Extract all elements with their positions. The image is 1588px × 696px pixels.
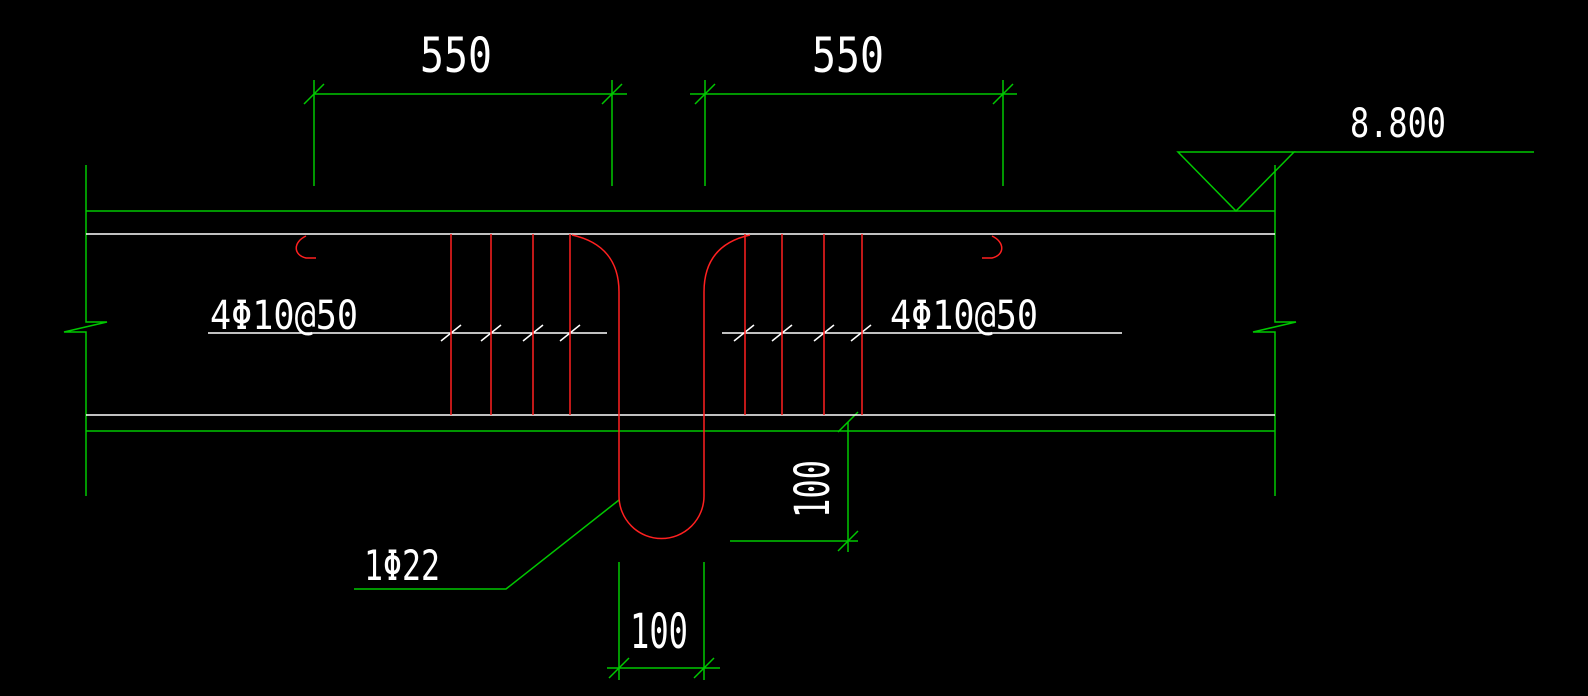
dimension-left-span-value: 550 bbox=[420, 28, 492, 84]
hanger-bar-label: 1Φ22 bbox=[364, 541, 440, 590]
stirrups-left-label: 4Φ10@50 bbox=[210, 293, 358, 339]
stirrups-right-label: 4Φ10@50 bbox=[890, 293, 1038, 339]
dimension-left-span bbox=[303, 80, 627, 186]
dimension-right-span-value: 550 bbox=[812, 28, 884, 84]
dimension-hook-width-value: 100 bbox=[630, 604, 688, 660]
elevation-triangle-icon bbox=[1176, 151, 1296, 213]
dimension-hook-depth-value: 100 bbox=[785, 460, 841, 518]
beam-outline bbox=[63, 165, 1297, 496]
left-bar-hook bbox=[295, 235, 316, 259]
rebar-red bbox=[295, 234, 1003, 540]
hanger-bar-leader bbox=[354, 499, 620, 590]
right-bar-hook bbox=[982, 235, 1003, 259]
dimension-right-span bbox=[690, 80, 1017, 186]
elevation-marker bbox=[1176, 151, 1534, 213]
elevation-value: 8.800 bbox=[1350, 101, 1446, 147]
dimension-hook-width bbox=[607, 562, 720, 680]
longitudinal-bars bbox=[86, 233, 1275, 416]
left-break-line bbox=[63, 165, 108, 496]
right-break-line bbox=[1252, 165, 1297, 496]
hanger-bar bbox=[571, 234, 751, 540]
